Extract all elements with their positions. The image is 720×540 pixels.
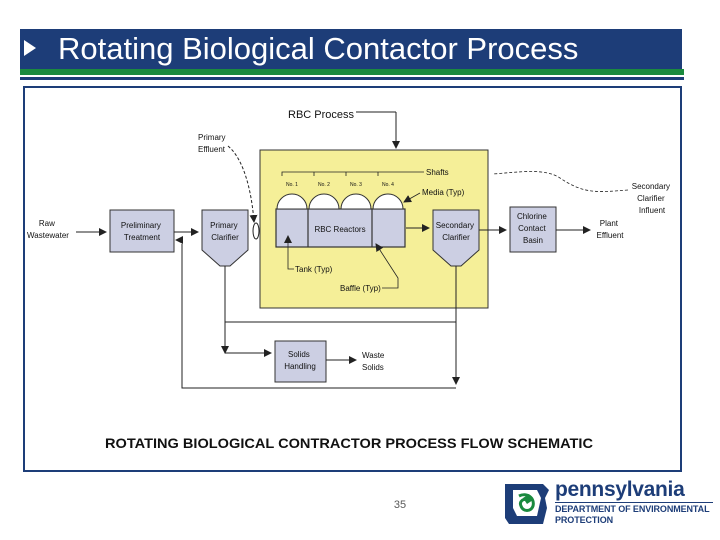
diagram-caption: ROTATING BIOLOGICAL CONTRACTOR PROCESS F… [105,435,593,451]
primary-effluent-leader [227,145,258,223]
logo-subtitle-line2: PROTECTION [555,515,614,525]
rbc-process-heading: RBC Process [288,109,355,121]
logo-rule [555,502,713,503]
primary-effluent-label: Primary Effluent [198,133,228,154]
solids-handling-box [274,340,327,383]
baffle-label: Baffle (Typ) [340,284,381,293]
secondary-clarifier-label: Secondary Clarifier [436,221,476,242]
chlorine-contact-basin-box [509,206,557,253]
media-disc-2 [308,193,340,210]
secondary-influent-leader [492,171,629,192]
media-leader [403,192,421,203]
shafts-label: Shafts [426,168,449,177]
baffle-leader [375,243,399,289]
logo-name: pennsylvania [555,478,685,501]
title-rule-green [20,69,684,75]
title-arrow-icon [24,40,36,56]
shafts-leader [281,171,424,176]
solids-handling-label: Solids Handling [284,350,316,371]
rbc-reactors-label: RBC Reactors [314,225,365,234]
primary-clarifier-shape [201,209,249,267]
chlorine-contact-basin-label: Chlorine Contact Basin [517,212,549,245]
media-disc-4 [372,193,404,210]
plant-effluent-label: Plant Effluent [597,219,625,240]
secondary-clarifier-influent-label: Secondary Clarifier Influent [632,182,672,215]
logo-subtitle-line1: DEPARTMENT OF ENVIRONMENTAL [555,504,710,514]
media-disc-3 [340,193,372,210]
waste-solids-label: Waste Solids [362,351,387,372]
primary-clarifier-label: Primary Clarifier [210,221,240,242]
secondary-clarifier-shape [432,209,480,267]
preliminary-treatment-label: Preliminary Treatment [121,221,163,242]
tank-label: Tank (Typ) [295,265,333,274]
title-bar [20,29,682,69]
stage-3-label: No. 3 [350,182,362,188]
rbc-reactors-tank [275,208,406,248]
slide-title: Rotating Biological Contactor Process [58,31,579,66]
title-rule-blue [20,77,684,80]
stage-4-label: No. 4 [382,182,394,188]
raw-wastewater-label: Raw Wastewater [27,219,69,240]
primary-effluent-inlet [252,222,260,240]
stage-2-label: No. 2 [318,182,330,188]
tank-leader [284,235,294,270]
preliminary-treatment-box [109,209,175,253]
media-label: Media (Typ) [422,188,465,197]
media-disc-1 [276,193,308,210]
page-number: 35 [393,499,407,511]
stage-1-label: No. 1 [286,182,298,188]
return-loop-line [181,244,456,389]
pa-dep-logo: pennsylvania DEPARTMENT OF ENVIRONMENTAL… [503,478,715,536]
keystone-map-icon [505,484,549,524]
